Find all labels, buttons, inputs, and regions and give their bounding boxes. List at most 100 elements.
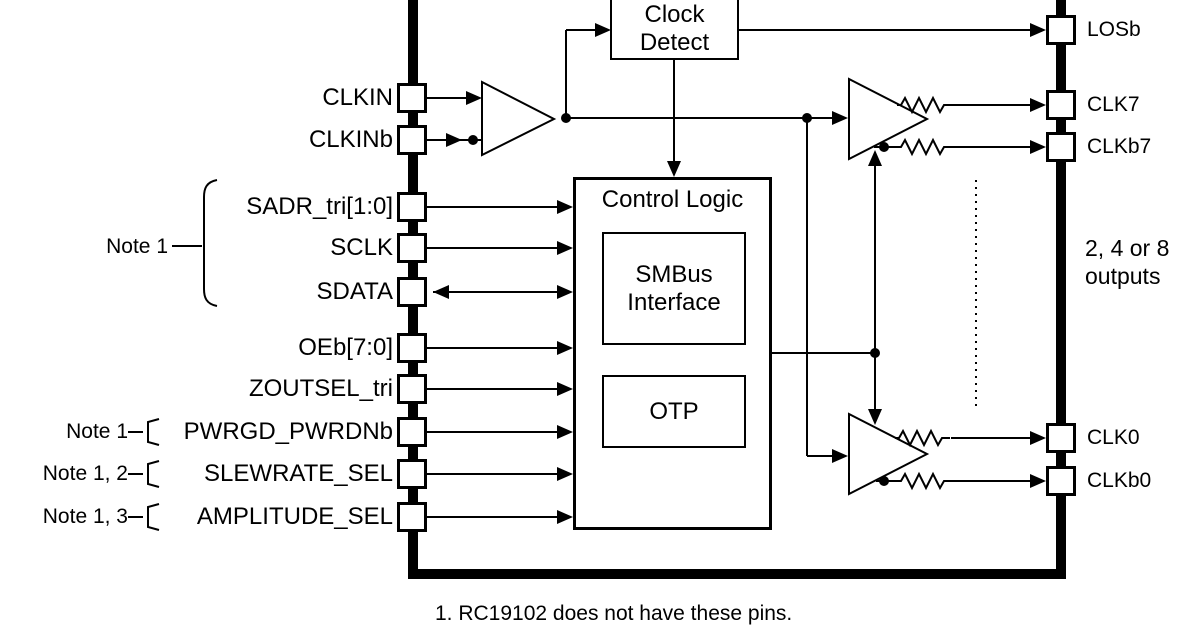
wire	[565, 30, 567, 118]
wire	[566, 29, 597, 31]
control-logic-title: Control Logic	[601, 186, 744, 213]
smbus-line2: Interface	[627, 288, 721, 316]
pin-sclk	[397, 233, 427, 263]
outputs-count-note: 2, 4 or 8 outputs	[1085, 234, 1169, 290]
arrowhead	[1030, 431, 1046, 445]
note-1-3-label: Note 1, 3	[42, 505, 128, 528]
arrowhead	[557, 425, 573, 439]
wire	[427, 473, 559, 475]
pin-label-clkb0: CLKb0	[1087, 469, 1152, 492]
arrowhead	[557, 241, 573, 255]
otp-label: OTP	[649, 397, 699, 425]
junction-dot	[870, 348, 880, 358]
clock-detect-line2: Detect	[639, 29, 710, 56]
otp-box	[602, 375, 746, 448]
pin-label-losb: LOSb	[1087, 18, 1141, 41]
junction-dot	[561, 113, 571, 123]
pin-label-pwrgd-pwrdnb: PWRGD_PWRDNb	[183, 418, 393, 445]
arrowhead	[667, 161, 681, 177]
note-dash	[128, 473, 143, 475]
wire	[806, 118, 808, 456]
pin-label-amplitude-sel: AMPLITUDE_SEL	[196, 503, 393, 530]
pin-losb	[1046, 15, 1076, 45]
junction-dot	[802, 113, 812, 123]
wire	[566, 117, 833, 119]
junction-dot	[879, 142, 889, 152]
pin-label-sdata: SDATA	[316, 278, 393, 305]
wire	[807, 455, 833, 457]
pin-clkb0	[1046, 466, 1076, 496]
note-bracket	[147, 503, 160, 531]
pin-clk7	[1046, 90, 1076, 120]
wire	[427, 247, 559, 249]
input-buffer-triangle	[481, 80, 557, 157]
resistor-icon	[895, 428, 950, 448]
note-1-label: Note 1	[66, 420, 128, 443]
arrowhead	[557, 341, 573, 355]
outputs-count-line2: outputs	[1085, 263, 1161, 289]
pin-label-clk0: CLK0	[1087, 426, 1140, 449]
pin-clkb7	[1046, 132, 1076, 162]
arrowhead	[832, 449, 848, 463]
pin-clkin	[397, 83, 427, 113]
junction-dot	[879, 476, 889, 486]
clock-detect-label: Clock Detect	[610, 0, 739, 58]
note-dash	[128, 431, 143, 433]
pin-sadr-tri	[397, 192, 427, 222]
wire	[739, 29, 1031, 31]
wire	[427, 516, 559, 518]
pin-label-sadr-tri: SADR_tri[1:0]	[246, 193, 393, 220]
clock-detect-box	[610, 0, 739, 60]
arrowhead	[1030, 474, 1046, 488]
outputs-count-line1: 2, 4 or 8	[1085, 235, 1170, 261]
pin-label-slewrate-sel: SLEWRATE_SEL	[204, 460, 393, 487]
arrowhead	[557, 382, 573, 396]
pin-zoutsel-tri	[397, 374, 427, 404]
smbus-line1: SMBus	[635, 260, 713, 288]
note-bracket	[147, 418, 160, 446]
arrowhead	[1030, 140, 1046, 154]
wire	[427, 97, 468, 99]
resistor-icon	[897, 95, 952, 115]
wire	[427, 347, 559, 349]
arrowhead	[557, 467, 573, 481]
resistor-icon	[897, 137, 952, 157]
arrowhead	[446, 133, 462, 147]
output-buffer-top-triangle	[848, 77, 930, 161]
wire	[427, 431, 559, 433]
arrowhead	[557, 510, 573, 524]
arrowhead	[868, 150, 882, 166]
control-logic-box	[573, 177, 772, 530]
footnote: 1. RC19102 does not have these pins.	[435, 602, 793, 625]
pin-slewrate-sel	[397, 459, 427, 489]
outputs-ellipsis-dotted-line	[975, 180, 977, 406]
arrowhead	[1030, 98, 1046, 112]
wire	[874, 353, 876, 410]
wire	[951, 480, 1031, 482]
note-bracket	[147, 460, 160, 488]
note-dash	[128, 516, 143, 518]
pin-label-clkin: CLKIN	[322, 84, 393, 111]
wire	[951, 146, 1031, 148]
wire	[673, 60, 675, 163]
wire	[951, 104, 1031, 106]
note-1-group-brace	[203, 179, 218, 307]
smbus-interface-box	[602, 232, 746, 345]
chip-border-right	[1056, 0, 1066, 579]
arrowhead	[557, 200, 573, 214]
wire	[433, 291, 559, 293]
arrowhead	[433, 285, 449, 299]
pin-label-clk7: CLK7	[1087, 93, 1140, 116]
clock-detect-line1: Clock	[644, 1, 705, 28]
arrowhead	[466, 91, 482, 105]
arrowhead	[832, 111, 848, 125]
wire	[427, 206, 559, 208]
pin-oeb	[397, 333, 427, 363]
chip-border-bottom	[408, 569, 1066, 579]
wire	[427, 388, 559, 390]
resistor-icon	[897, 471, 952, 491]
arrowhead	[868, 409, 882, 425]
wire	[771, 352, 876, 354]
pin-label-zoutsel-tri: ZOUTSEL_tri	[248, 375, 393, 402]
